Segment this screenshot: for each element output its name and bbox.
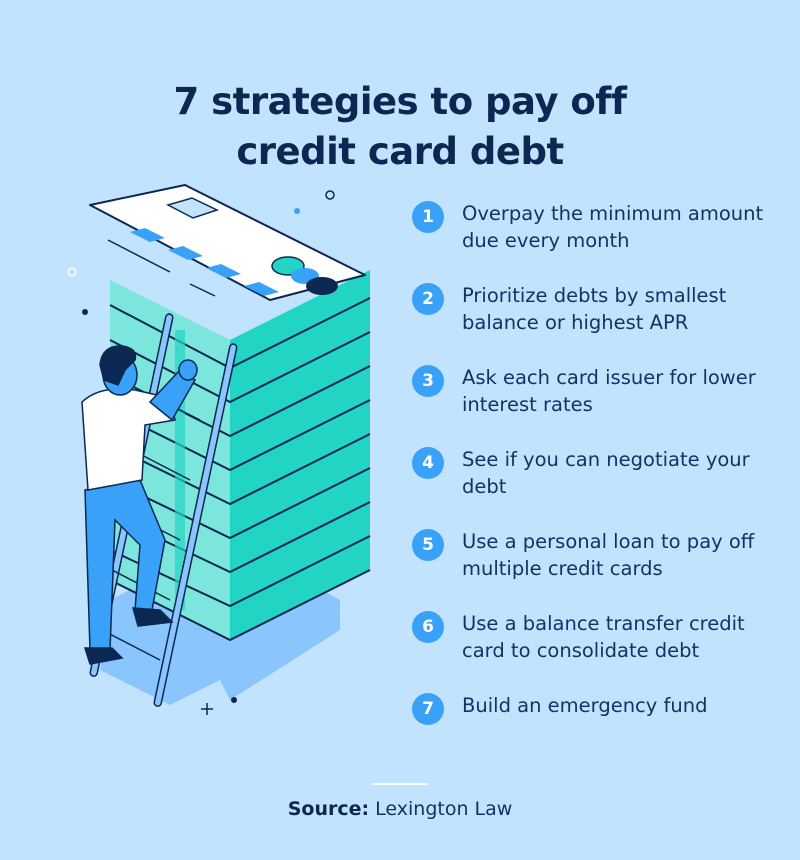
divider	[373, 783, 427, 785]
number-badge: 6	[412, 611, 444, 643]
strategy-list: 1 Overpay the minimum amount due every m…	[412, 200, 782, 774]
number-badge: 5	[412, 529, 444, 561]
title-line-1: 7 strategies to pay off	[173, 79, 627, 123]
strategy-item-4: 4 See if you can negotiate your debt	[412, 446, 782, 528]
source-credit: Source: Lexington Law	[0, 798, 800, 820]
strategy-text: Use a personal loan to pay off multiple …	[462, 530, 755, 580]
number-badge: 2	[412, 283, 444, 315]
number-badge: 1	[412, 201, 444, 233]
source-value: Lexington Law	[375, 798, 513, 820]
strategy-item-1: 1 Overpay the minimum amount due every m…	[412, 200, 782, 282]
credit-card-stack-illustration	[40, 180, 400, 740]
strategy-text: Ask each card issuer for lower interest …	[462, 366, 756, 416]
strategy-item-5: 5 Use a personal loan to pay off multipl…	[412, 528, 782, 610]
strategy-text: Use a balance transfer credit card to co…	[462, 612, 745, 662]
strategy-text: Prioritize debts by smallest balance or …	[462, 284, 727, 334]
strategy-item-6: 6 Use a balance transfer credit card to …	[412, 610, 782, 692]
page-title: 7 strategies to pay off credit card debt	[0, 77, 800, 177]
strategy-item-7: 7 Build an emergency fund	[412, 692, 782, 774]
strategy-item-2: 2 Prioritize debts by smallest balance o…	[412, 282, 782, 364]
strategy-text: Build an emergency fund	[462, 694, 708, 717]
number-badge: 7	[412, 693, 444, 725]
strategy-text: Overpay the minimum amount due every mon…	[462, 202, 764, 252]
strategy-item-3: 3 Ask each card issuer for lower interes…	[412, 364, 782, 446]
strategy-text: See if you can negotiate your debt	[462, 448, 750, 498]
number-badge: 3	[412, 365, 444, 397]
source-label: Source:	[287, 798, 370, 820]
person-climbing-ladder-icon	[67, 184, 371, 715]
title-line-2: credit card debt	[236, 129, 564, 173]
number-badge: 4	[412, 447, 444, 479]
